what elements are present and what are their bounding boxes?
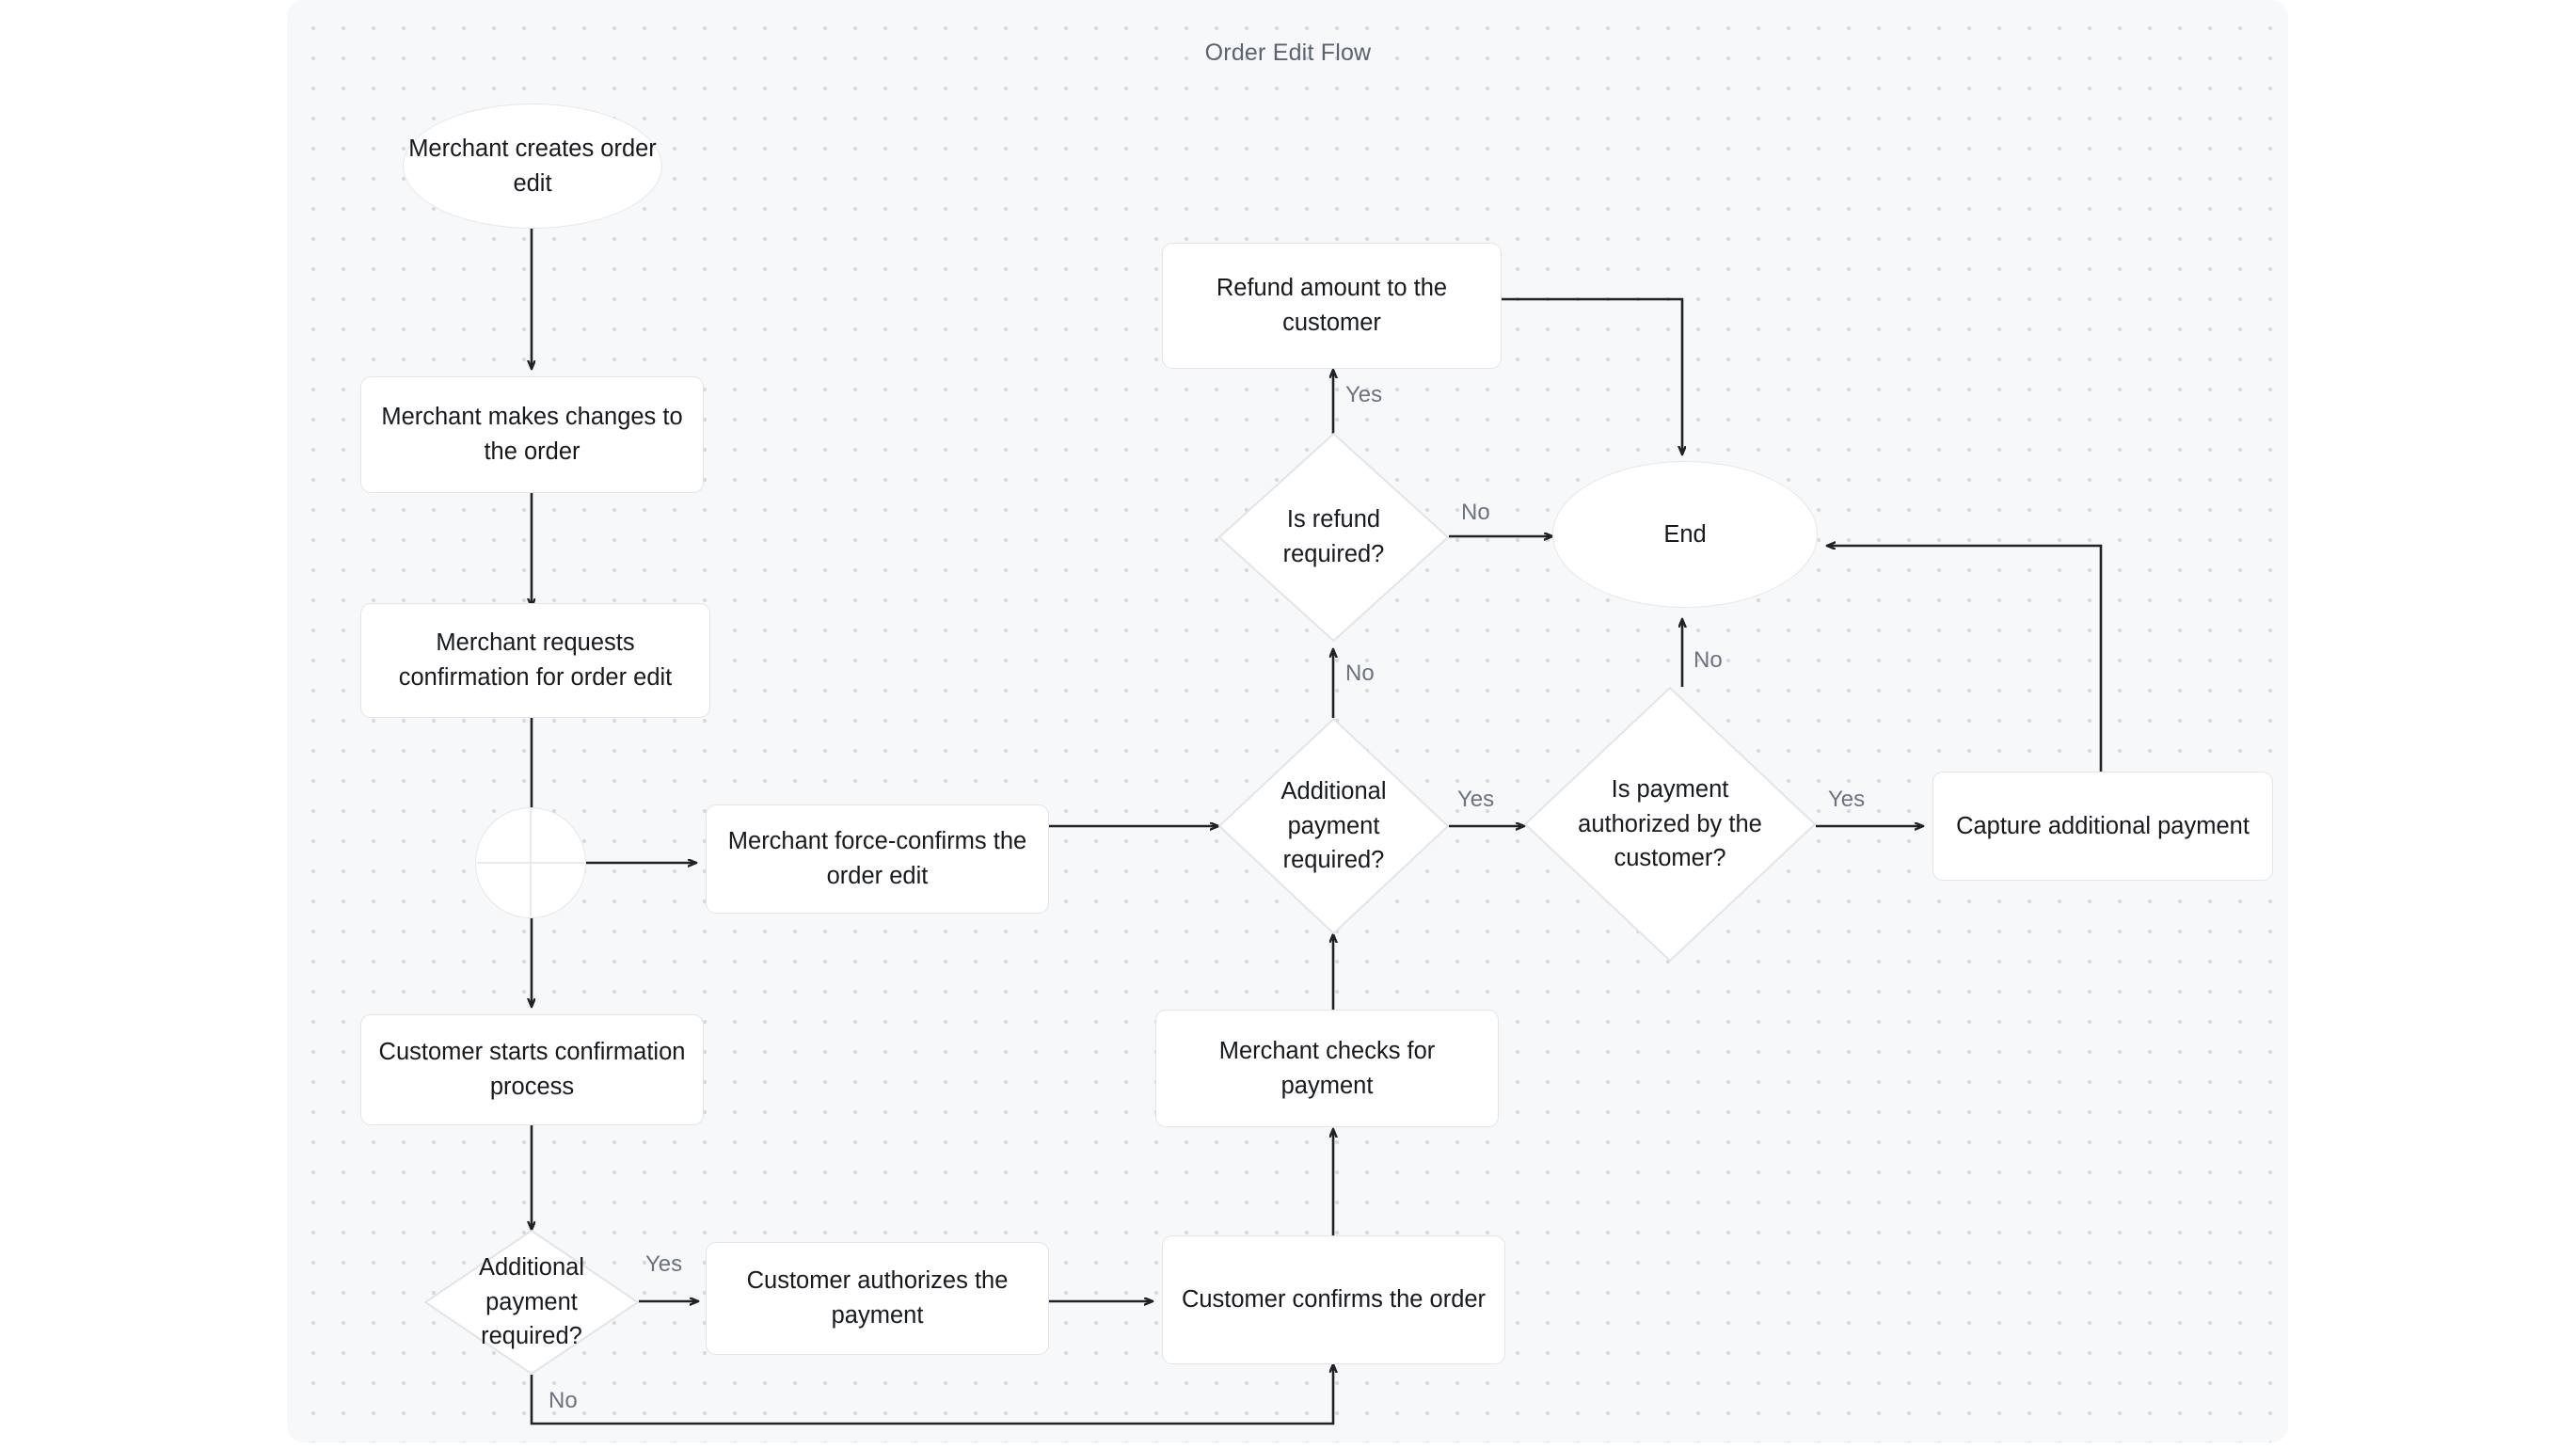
node-start-label: Merchant creates order edit: [408, 135, 657, 197]
node-additional-payment-required-merchant[interactable]: Additional payment required?: [1218, 718, 1449, 934]
node-merchant-makes-changes[interactable]: Merchant makes changes to the order: [360, 376, 704, 493]
node-capture-additional-payment[interactable]: Capture additional payment: [1932, 772, 2273, 881]
node-start[interactable]: Merchant creates order edit: [403, 104, 662, 229]
node-customer-authorizes-payment-label: Customer authorizes the payment: [746, 1267, 1009, 1329]
node-additional-payment-required-customer-label: Additional payment required?: [478, 1253, 584, 1350]
node-merchant-requests-confirmation[interactable]: Merchant requests confirmation for order…: [360, 603, 710, 718]
node-end[interactable]: End: [1552, 461, 1818, 608]
node-merchant-makes-changes-label: Merchant makes changes to the order: [381, 404, 683, 465]
node-is-payment-authorized-label: Is payment authorized by the customer?: [1578, 775, 1762, 872]
node-is-refund-required-label: Is refund required?: [1282, 506, 1385, 567]
node-capture-additional-payment-label: Capture additional payment: [1956, 812, 2250, 839]
node-fork-junction[interactable]: [475, 807, 586, 918]
node-is-payment-authorized[interactable]: Is payment authorized by the customer?: [1524, 687, 1816, 962]
node-customer-confirms-order[interactable]: Customer confirms the order: [1162, 1235, 1505, 1364]
diamond-shape-icon: [1524, 687, 1816, 962]
node-customer-starts-confirmation-label: Customer starts confirmation process: [378, 1039, 686, 1100]
node-customer-confirms-order-label: Customer confirms the order: [1181, 1286, 1487, 1314]
diamond-shape-icon: [1218, 718, 1449, 934]
node-refund-amount-to-customer-label: Refund amount to the customer: [1216, 275, 1448, 336]
node-customer-starts-confirmation[interactable]: Customer starts confirmation process: [360, 1014, 704, 1125]
node-merchant-force-confirms-label: Merchant force-confirms the order edit: [727, 828, 1027, 889]
diamond-shape-icon: [424, 1230, 639, 1375]
node-additional-payment-required-merchant-label: Additional payment required?: [1280, 777, 1387, 874]
diamond-shape-icon: [1218, 433, 1449, 642]
node-additional-payment-required-customer[interactable]: Additional payment required?: [424, 1230, 639, 1375]
node-end-label: End: [1663, 520, 1707, 548]
node-is-refund-required[interactable]: Is refund required?: [1218, 433, 1449, 642]
node-customer-authorizes-payment[interactable]: Customer authorizes the payment: [706, 1242, 1049, 1355]
node-refund-amount-to-customer[interactable]: Refund amount to the customer: [1162, 243, 1502, 369]
node-merchant-checks-for-payment[interactable]: Merchant checks for payment: [1155, 1010, 1499, 1127]
junction-cross-icon: [476, 808, 585, 917]
node-merchant-checks-for-payment-label: Merchant checks for payment: [1218, 1037, 1436, 1099]
node-merchant-requests-confirmation-label: Merchant requests confirmation for order…: [398, 629, 673, 691]
node-merchant-force-confirms[interactable]: Merchant force-confirms the order edit: [706, 804, 1049, 914]
